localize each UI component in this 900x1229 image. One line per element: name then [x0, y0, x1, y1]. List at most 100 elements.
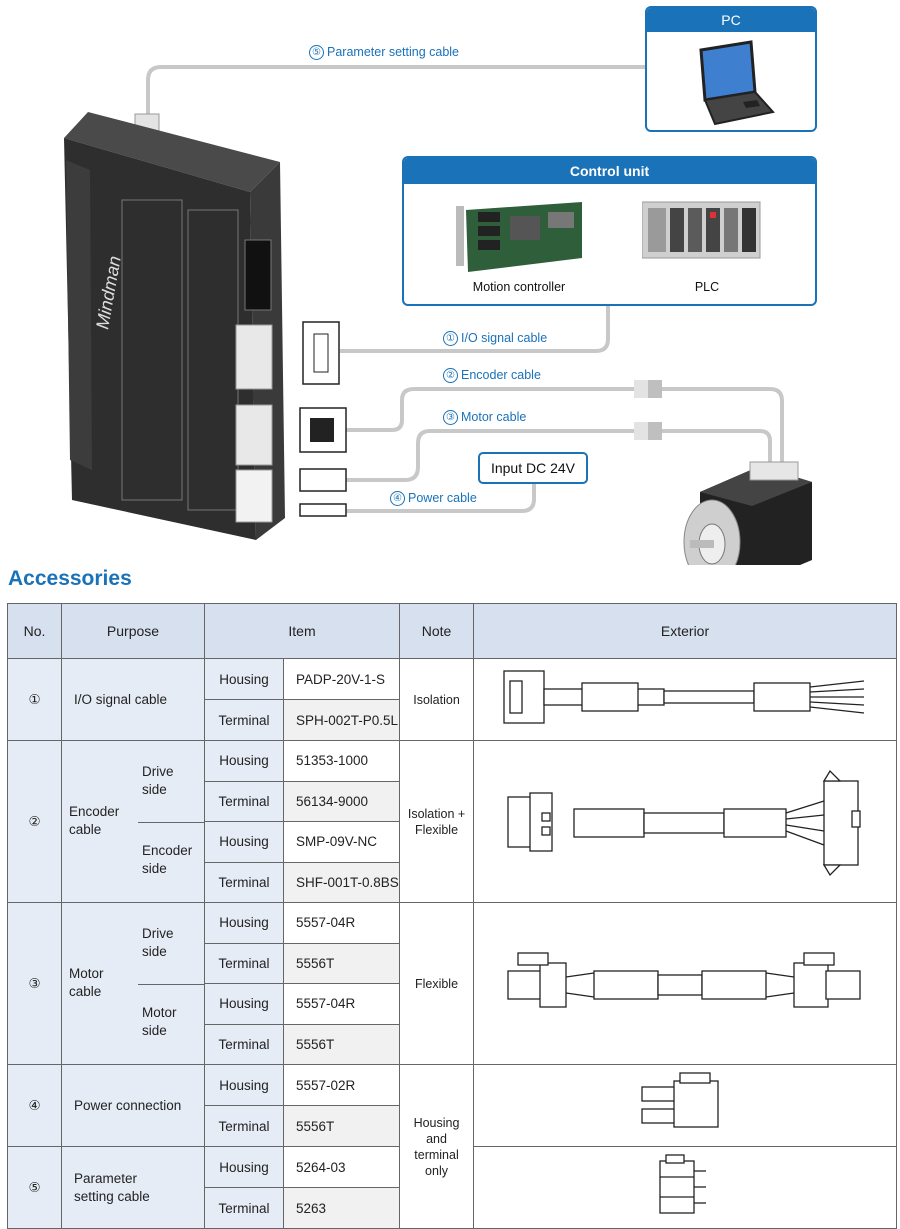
- header-purpose: Purpose: [61, 603, 205, 659]
- item-part: PADP-20V-1-S: [282, 658, 401, 700]
- accessories-heading: Accessories: [8, 567, 132, 590]
- encoder-cable-exterior: [473, 740, 898, 903]
- side-label: Drive side: [142, 925, 174, 959]
- row-note: Housing and terminal only: [399, 1064, 475, 1229]
- item-type: Housing: [204, 740, 284, 782]
- row-number: ①: [7, 658, 62, 741]
- item-part: 5263: [282, 1187, 401, 1229]
- side-label: Drive side: [142, 763, 174, 797]
- power-connector-drawing: [641, 1072, 719, 1128]
- control-unit-title: Control unit: [404, 158, 815, 184]
- row-number: ③: [7, 902, 62, 1065]
- item-type: Terminal: [204, 861, 284, 903]
- item-part: 5557-04R: [282, 983, 401, 1025]
- parameter-connector-exterior: [473, 1146, 898, 1229]
- row-purpose-cell: Motor cable Drive side Motor side: [61, 902, 205, 1065]
- item-part: 5264-03: [282, 1146, 401, 1188]
- item-part: 5557-02R: [282, 1064, 401, 1106]
- encoder-cable-drawing: [507, 769, 861, 877]
- system-diagram: Mindman: [64, 65, 812, 565]
- table-row: ① I/O signal cable Housing PADP-20V-1-S …: [7, 658, 898, 741]
- io-cable-drawing: [503, 670, 865, 724]
- row-number: ④: [7, 1064, 62, 1147]
- io-cable-line: [340, 303, 610, 353]
- motor-cable-drawing: [507, 952, 861, 1008]
- plc-rack-icon: [642, 201, 761, 259]
- parameter-connector-drawing: [659, 1154, 707, 1214]
- power-connector: [299, 503, 347, 517]
- item-part: 5556T: [282, 1105, 401, 1147]
- table-row: ③ Motor cable Drive side Motor side Hous…: [7, 902, 898, 1065]
- pc-title: PC: [647, 8, 815, 32]
- item-type: Terminal: [204, 780, 284, 822]
- header-no: No.: [7, 603, 62, 659]
- circuit-board-icon: [456, 202, 582, 272]
- row-note: Isolation + Flexible: [399, 740, 475, 903]
- motor-connector: [299, 468, 347, 492]
- row-purpose: I/O signal cable: [61, 658, 205, 741]
- item-type: Terminal: [204, 1023, 284, 1065]
- row-purpose: Motor cable: [69, 965, 104, 999]
- item-type: Housing: [204, 658, 284, 700]
- motor-cable-line: [346, 429, 772, 482]
- header-item: Item: [203, 603, 401, 659]
- item-type: Housing: [204, 902, 284, 944]
- item-type: Housing: [204, 1146, 284, 1188]
- accessories-table: No. Purpose Item Note Exterior ① I/O sig…: [7, 603, 898, 1229]
- table-row: Housing SMP-09V-NC: [8, 821, 897, 863]
- table-row: ④ Power connection Housing 5557-02R Hous…: [7, 1064, 898, 1229]
- row-purpose: Encoder cable: [69, 803, 120, 837]
- row-number: ②: [7, 740, 62, 903]
- item-part: SHF-001T-0.8BS: [282, 861, 401, 903]
- table-row: Housing 5557-04R: [8, 983, 897, 1025]
- row-purpose: Power connection: [61, 1064, 205, 1147]
- item-part: 5557-04R: [282, 902, 401, 944]
- item-part: SMP-09V-NC: [282, 821, 401, 863]
- motor-cable-exterior: [473, 902, 898, 1065]
- laptop-icon: [699, 40, 775, 126]
- table-row: Terminal 5556T: [8, 1105, 897, 1147]
- control-unit-box: Control unit Motion controller PLC: [402, 156, 817, 306]
- power-cable-line: [346, 483, 536, 513]
- item-type: Housing: [204, 983, 284, 1025]
- parameter-cable-line: [146, 65, 646, 120]
- pc-box: PC: [645, 6, 817, 132]
- side-label: Motor side: [142, 1004, 177, 1038]
- table-row: Terminal 56134-9000: [8, 780, 897, 822]
- side-label: Encoder side: [142, 842, 193, 876]
- item-type: Terminal: [204, 942, 284, 984]
- row-number: ⑤: [7, 1146, 62, 1229]
- item-type: Terminal: [204, 699, 284, 741]
- item-type: Terminal: [204, 1105, 284, 1147]
- servo-motor-image: [683, 461, 812, 565]
- row-purpose: Parameter setting cable: [61, 1146, 205, 1229]
- power-connector-exterior: [473, 1064, 898, 1147]
- row-note: Isolation: [399, 658, 475, 741]
- item-type: Terminal: [204, 1187, 284, 1229]
- item-part: SPH-002T-P0.5L: [282, 699, 401, 741]
- motion-controller-label: Motion controller: [472, 280, 566, 294]
- dc-input-box: Input DC 24V: [478, 452, 588, 484]
- item-type: Housing: [204, 1064, 284, 1106]
- servo-drive-image: Mindman: [64, 112, 285, 540]
- header-exterior: Exterior: [473, 603, 898, 659]
- table-row: Terminal SPH-002T-P0.5L: [8, 699, 897, 741]
- table-row: ② Encoder cable Drive side Encoder side …: [7, 740, 898, 903]
- row-purpose-cell: Encoder cable Drive side Encoder side: [61, 740, 205, 903]
- item-part: 51353-1000: [282, 740, 401, 782]
- item-part: 56134-9000: [282, 780, 401, 822]
- item-part: 5556T: [282, 942, 401, 984]
- table-header-row: No. Purpose Item Note Exterior: [7, 603, 898, 659]
- plc-label: PLC: [694, 280, 720, 294]
- encoder-cable-line: [346, 387, 784, 470]
- header-note: Note: [399, 603, 475, 659]
- table-row: Terminal SHF-001T-0.8BS: [8, 861, 897, 903]
- item-type: Housing: [204, 821, 284, 863]
- io-cable-exterior: [473, 658, 898, 741]
- item-part: 5556T: [282, 1023, 401, 1065]
